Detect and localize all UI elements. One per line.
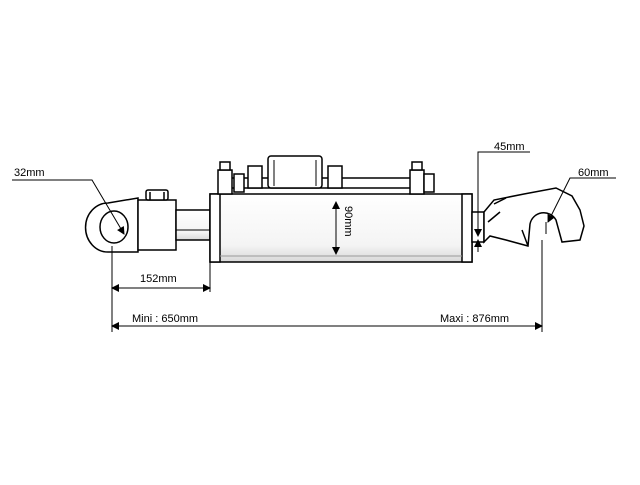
hook-opening-label: 60mm	[578, 167, 609, 179]
min-length-label: Mini : 650mm	[132, 313, 198, 325]
hook-width-dimension	[474, 151, 530, 252]
pin-diameter-label: 32mm	[14, 167, 45, 179]
hook-opening-dimension	[545, 177, 616, 234]
body-diameter-label: 90mm	[342, 206, 354, 237]
cylinder-body	[209, 193, 473, 263]
hook-width-label: 45mm	[494, 141, 525, 153]
ball-eye-end	[84, 189, 211, 253]
hose-rail-and-fittings	[217, 155, 435, 195]
hook-end	[471, 187, 585, 247]
max-length-label: Maxi : 876mm	[440, 313, 509, 325]
end-length-label: 152mm	[140, 273, 177, 285]
pin-diameter-dimension	[12, 179, 125, 235]
